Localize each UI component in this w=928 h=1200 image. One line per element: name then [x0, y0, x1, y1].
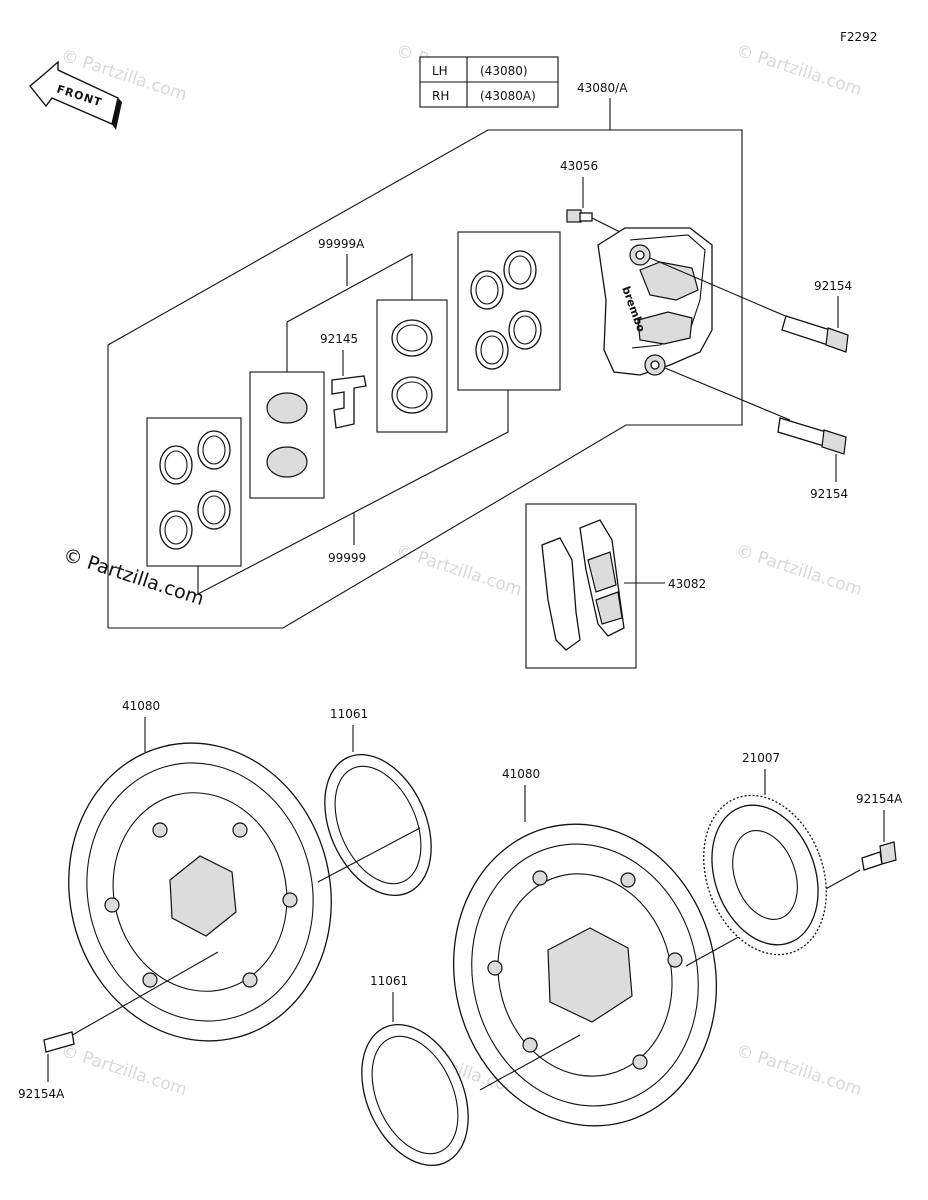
label-bolt-upper: 92154 [814, 279, 852, 293]
label-brake-pads: 43082 [668, 577, 706, 591]
disc-bolt-left: 92154A [18, 1031, 75, 1101]
brake-disc-left: 41080 [59, 699, 332, 1043]
watermark: © Partzilla.com [58, 1041, 189, 1101]
label-caliper-assy: 43080/A [577, 81, 628, 95]
seal-kit-group: 99999 [146, 231, 561, 595]
label-shim-lower: 11061 [370, 974, 408, 988]
front-arrow-icon: FRONT [29, 60, 122, 130]
bolt-lower: 92154 [664, 367, 848, 501]
side-table: LH (43080) RH (43080A) [419, 56, 559, 108]
brake-pads: 43082 [525, 503, 706, 669]
piston-kit-group: 99999A [249, 237, 448, 499]
brake-disc-right: 41080 [452, 767, 861, 1127]
shim-upper: 11061 [317, 707, 432, 897]
caliper-assembly-outline: 43080/A [107, 81, 743, 629]
abs-sensor-rotor: 21007 [703, 751, 827, 956]
label-seal-kit: 99999 [328, 551, 366, 565]
label-disc-bolt-left: 92154A [18, 1087, 65, 1101]
table-side-rh: RH [432, 89, 449, 103]
table-side-lh: LH [432, 64, 448, 78]
shim-lower: 11061 [361, 974, 469, 1167]
watermark: © Partzilla.com [733, 1041, 864, 1101]
label-bolt-lower: 92154 [810, 487, 848, 501]
brake-caliper: brembo [597, 227, 713, 376]
watermark: © Partzilla.com [733, 41, 864, 101]
label-disc-left: 41080 [122, 699, 160, 713]
label-disc-bolt-right: 92154A [856, 792, 903, 806]
figure-code: F2292 [840, 30, 877, 44]
label-shim-upper: 11061 [330, 707, 368, 721]
label-piston-kit: 99999A [318, 237, 365, 251]
watermark: © Partzilla.com [733, 541, 864, 601]
watermark: © Partzilla.com [393, 541, 524, 601]
disc-bolt-right: 92154A [856, 792, 903, 871]
pad-spring: 92145 [320, 332, 367, 429]
bleeder-valve: 43056 [560, 159, 621, 233]
label-pad-spring: 92145 [320, 332, 358, 346]
table-part-rh: (43080A) [480, 89, 536, 103]
bolt-upper: 92154 [649, 257, 852, 353]
label-sensor-rotor: 21007 [742, 751, 780, 765]
label-bleeder: 43056 [560, 159, 598, 173]
label-disc-right: 41080 [502, 767, 540, 781]
table-part-lh: (43080) [480, 64, 528, 78]
